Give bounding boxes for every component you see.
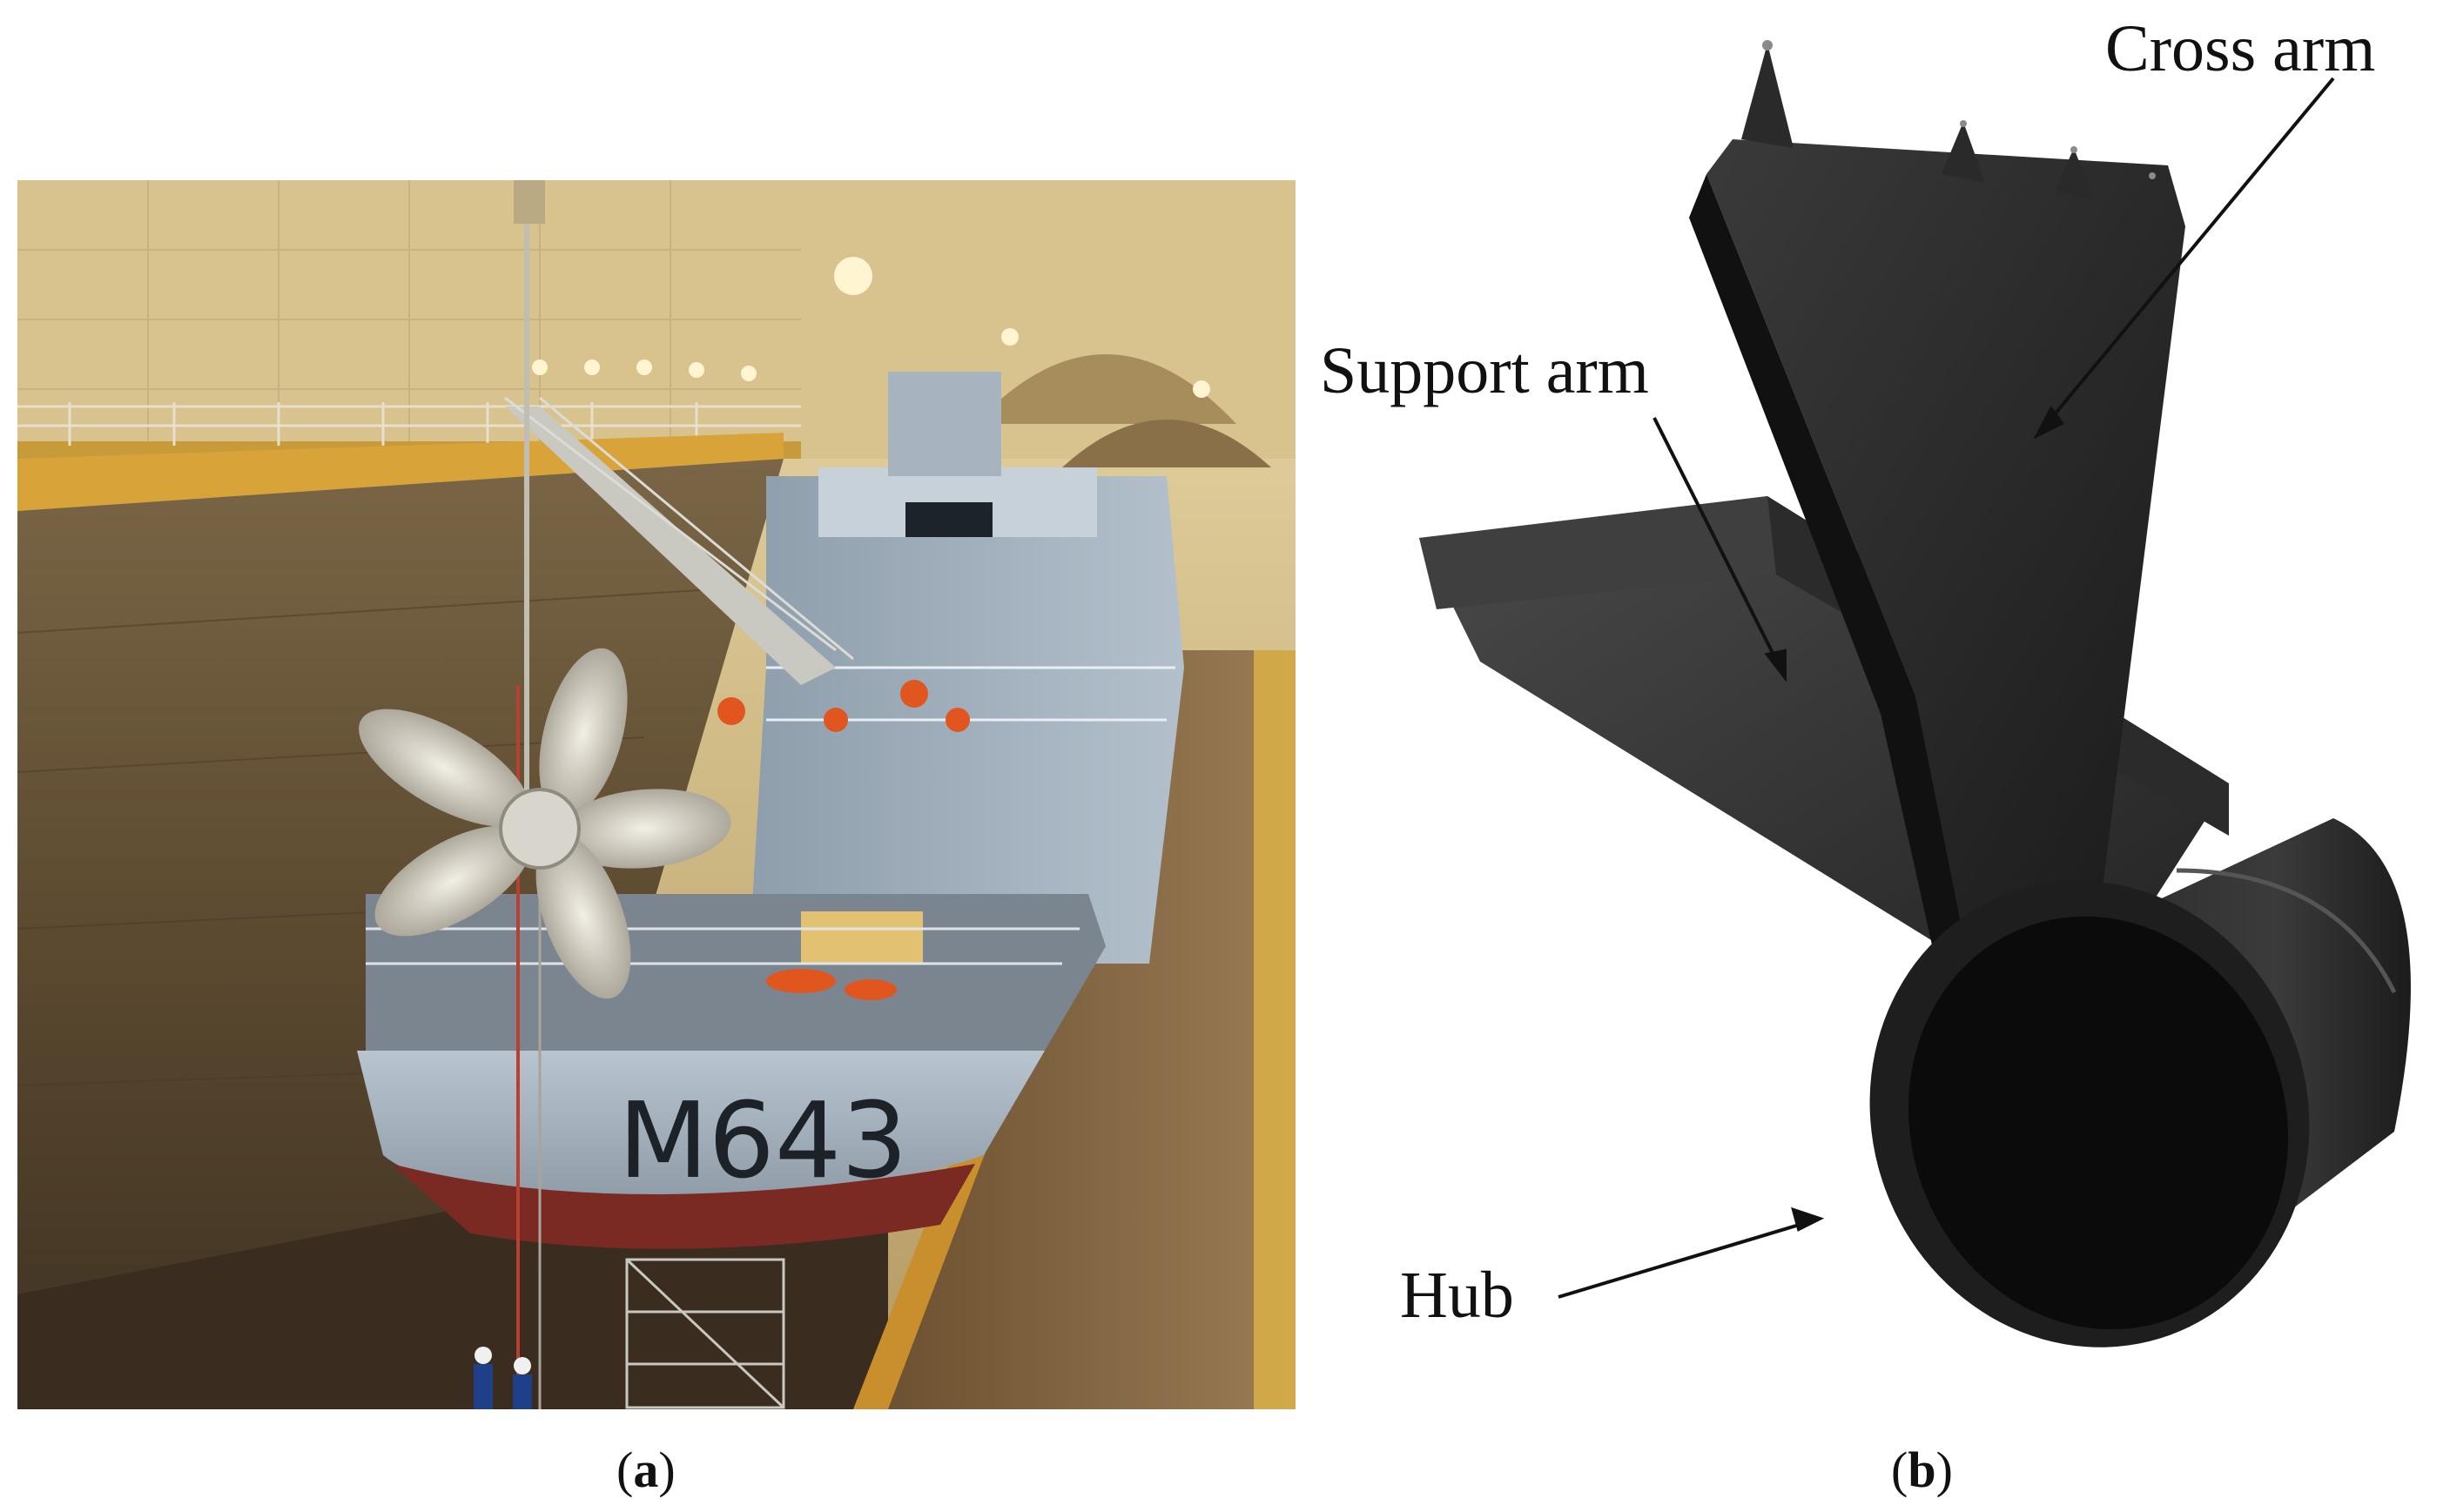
caption-b-letter: b: [1908, 1441, 1936, 1498]
dock-quay: [871, 650, 1296, 1409]
caption-a: (a): [616, 1445, 676, 1495]
caption-a-letter: a: [633, 1441, 659, 1498]
cross-arm-label: Cross arm: [2105, 12, 2376, 85]
propeller: [359, 648, 731, 999]
support-arm-label: Support arm: [1320, 334, 1649, 407]
printed-part-photo: [1358, 0, 2450, 1410]
photo-ship-in-drydock: M643: [17, 180, 1296, 1409]
annotation-arrows: [1558, 77, 2335, 1299]
hull-number-text: M643: [618, 1081, 908, 1202]
scaffolding: [625, 1258, 785, 1409]
caption-a-close: ): [658, 1441, 676, 1498]
caption-b: (b): [1891, 1445, 1953, 1495]
cross-arm-shape: [1706, 139, 2185, 958]
hub-label: Hub: [1400, 1259, 1514, 1332]
ship-photo-illustration: M643: [17, 180, 1296, 1409]
caption-b-open: (: [1891, 1441, 1908, 1498]
caption-b-close: ): [1935, 1441, 1953, 1498]
caption-a-open: (: [616, 1441, 634, 1498]
ship-hull: [357, 1051, 1045, 1207]
printed-part-illustration: [1419, 40, 2411, 1347]
ceiling-lights: [532, 257, 1210, 398]
workers: [474, 1347, 532, 1409]
